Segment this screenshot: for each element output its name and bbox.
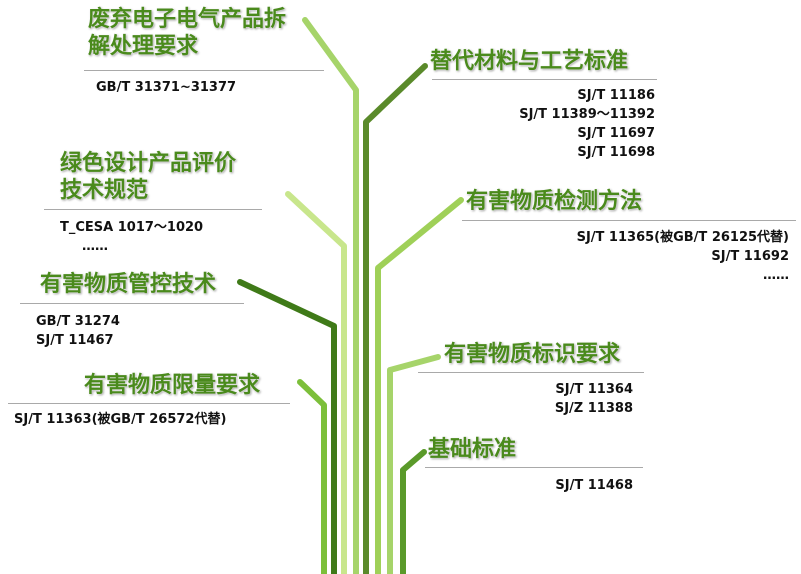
code-item: SJ/T 11364	[555, 382, 633, 397]
code-item: ……	[82, 239, 108, 254]
code-item: GB/T 31371~31377	[96, 80, 237, 95]
codes-control-tech: GB/T 31274 SJ/T 11467	[36, 312, 120, 350]
title-line: 技术规范	[60, 178, 149, 203]
branch-control-tech	[237, 279, 337, 574]
code-item: SJ/T 11697	[577, 126, 655, 141]
code-item: SJ/T 11389～11392	[519, 107, 655, 122]
title-line: 有害物质管控技术	[40, 272, 217, 297]
divider-marking	[418, 372, 644, 373]
title-green-design: 绿色设计产品评价 技术规范	[60, 150, 236, 204]
code-item: SJ/T 11468	[555, 478, 633, 493]
code-item: SJ/T 11186	[577, 88, 655, 103]
code-item: SJ/Z 11388	[554, 401, 633, 416]
title-line: 基础标准	[428, 437, 517, 462]
divider-limit-req	[8, 403, 290, 404]
title-disassembly: 废弃电子电气产品拆 解处理要求	[88, 6, 286, 60]
divider-green-design	[44, 209, 262, 210]
divider-basic	[425, 467, 643, 468]
codes-disassembly: GB/T 31371~31377	[96, 78, 236, 97]
divider-substitute	[432, 79, 657, 80]
code-item: SJ/T 11467	[36, 333, 114, 348]
title-line: 废弃电子电气产品拆	[88, 7, 287, 32]
title-line: 有害物质检测方法	[466, 189, 643, 214]
codes-substitute: SJ/T 11186 SJ/T 11389～11392 SJ/T 11697 S…	[519, 86, 655, 162]
codes-detection: SJ/T 11365(被GB/T 26125代替) SJ/T 11692 ……	[577, 228, 789, 285]
code-item: SJ/T 11698	[577, 145, 655, 160]
code-item: SJ/T 11365(被GB/T 26125代替)	[576, 230, 789, 245]
divider-control-tech	[20, 303, 244, 304]
title-line: 解处理要求	[88, 34, 199, 59]
branch-detection	[375, 197, 464, 574]
code-item: SJ/T 11363(被GB/T 26572代替)	[14, 412, 227, 427]
title-control-tech: 有害物质管控技术	[40, 271, 216, 298]
title-basic: 基础标准	[428, 436, 516, 463]
divider-detection	[462, 220, 796, 221]
code-item: T_CESA 1017～1020	[60, 220, 204, 235]
title-line: 绿色设计产品评价	[60, 151, 237, 176]
title-detection: 有害物质检测方法	[466, 188, 642, 215]
code-item: SJ/T 11692	[711, 249, 789, 264]
title-marking: 有害物质标识要求	[444, 341, 620, 368]
code-item: GB/T 31274	[36, 314, 120, 329]
title-line: 有害物质标识要求	[444, 342, 621, 367]
branch-basic	[400, 449, 427, 574]
title-substitute: 替代材料与工艺标准	[430, 48, 628, 75]
branch-substitute	[363, 63, 428, 574]
codes-green-design: T_CESA 1017～1020 ……	[60, 218, 203, 256]
codes-basic: SJ/T 11468	[555, 476, 633, 495]
branch-marking	[387, 354, 441, 574]
branch-limit-req	[297, 379, 327, 574]
divider-disassembly	[84, 70, 324, 71]
title-line: 有害物质限量要求	[84, 373, 261, 398]
branch-green-design	[285, 191, 347, 574]
code-item: ……	[763, 268, 789, 283]
codes-limit-req: SJ/T 11363(被GB/T 26572代替)	[14, 410, 226, 429]
codes-marking: SJ/T 11364 SJ/Z 11388	[555, 380, 633, 418]
title-line: 替代材料与工艺标准	[430, 49, 629, 74]
title-limit-req: 有害物质限量要求	[84, 372, 260, 399]
branch-disassembly	[302, 17, 359, 574]
